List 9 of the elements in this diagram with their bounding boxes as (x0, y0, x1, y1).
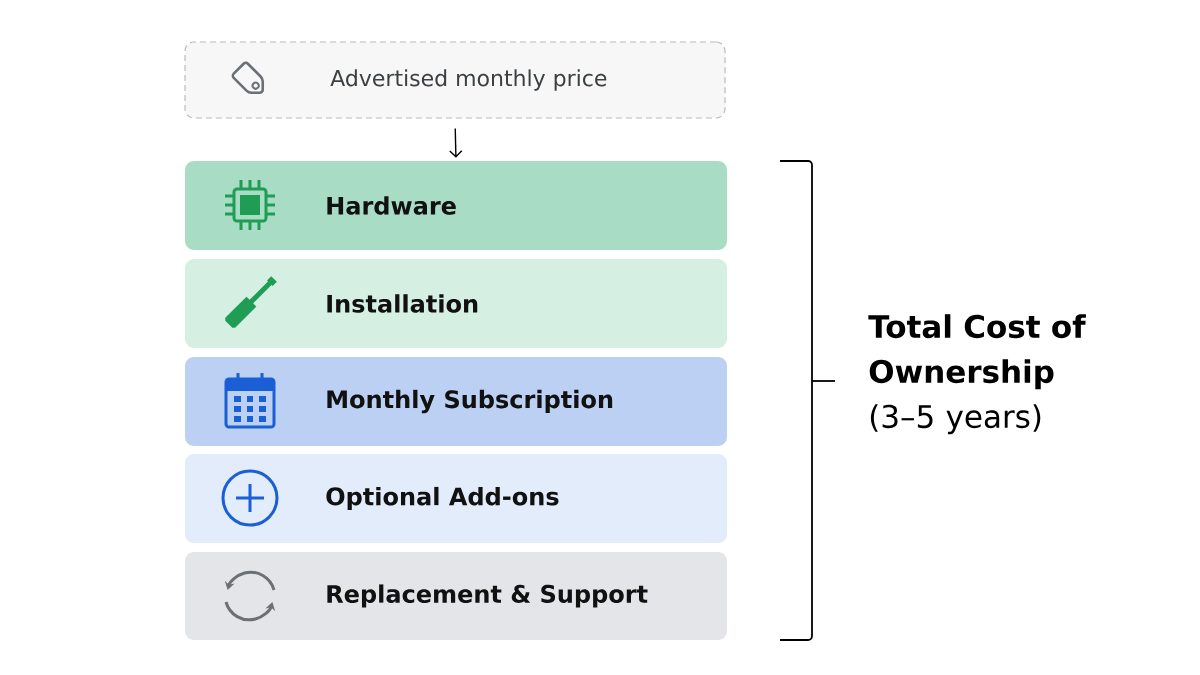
cost-bar: Monthly Subscription (185, 357, 727, 446)
cost-bar: Replacement & Support (185, 552, 727, 640)
price-box: Advertised monthly price (184, 41, 726, 119)
cost-bar: Installation (185, 259, 727, 348)
arrow (449, 127, 463, 158)
cost-bar: Hardware (185, 161, 727, 250)
total-cost-label: Total Cost of Ownership (868, 314, 1086, 390)
cost-bar: Optional Add-ons (185, 454, 727, 543)
duration-label: (3–5 years) (870, 404, 1041, 435)
